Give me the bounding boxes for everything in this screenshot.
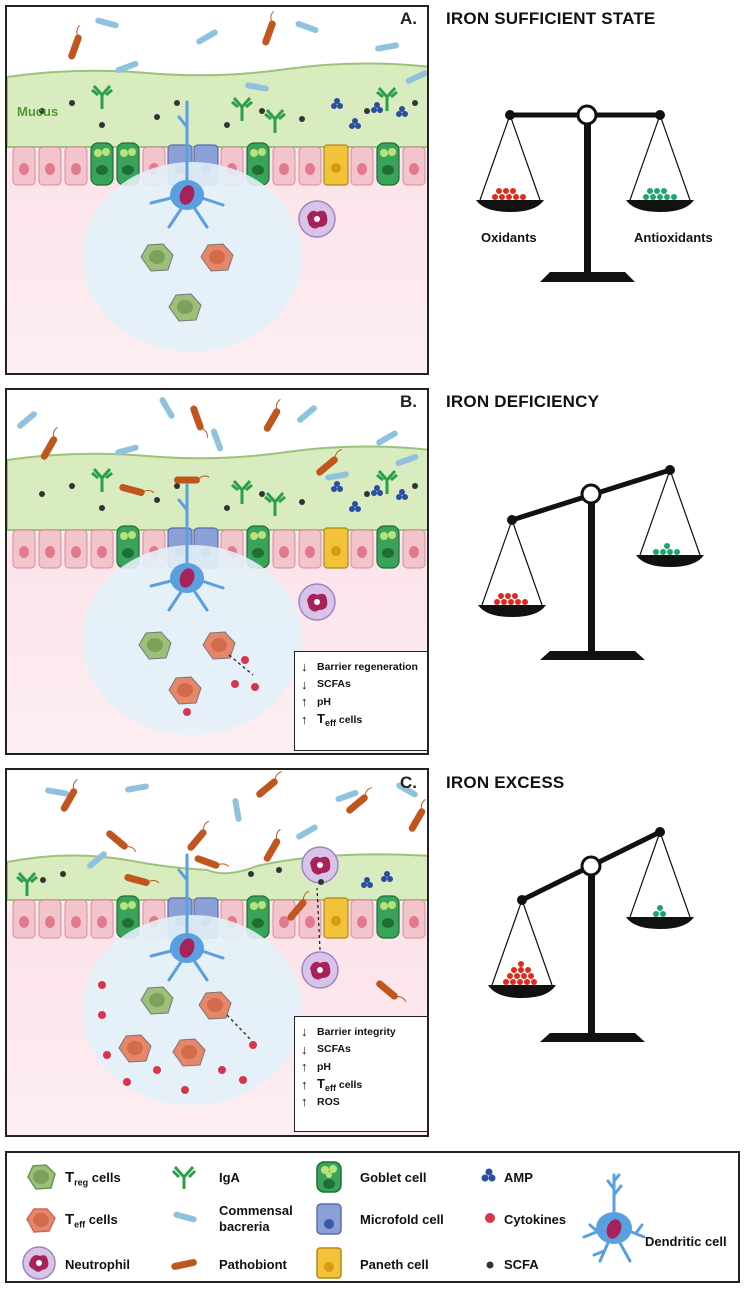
legend-goblet-label: Goblet cell xyxy=(360,1170,427,1185)
up-arrow-icon: ↑ xyxy=(301,1059,308,1075)
effect-text: Barrier integrity xyxy=(317,1025,396,1038)
effect-row: ↓ SCFAs xyxy=(301,676,423,694)
legend-neutrophil-label: Neutrophil xyxy=(65,1257,130,1272)
oxidants-label: Oxidants xyxy=(481,230,537,245)
pathobiont-icon xyxy=(171,1259,197,1270)
panel-c-illustration: ↓ Barrier integrity ↓ SCFAs ↑ pH ↑ Teff cell… xyxy=(5,768,429,1137)
down-arrow-icon: ↓ xyxy=(301,1024,308,1040)
microfold-cell-icon xyxy=(316,1203,342,1235)
legend-treg-label: Treg cells xyxy=(65,1169,121,1188)
down-arrow-icon: ↓ xyxy=(301,659,308,675)
legend-dendritic-label: Dendritic cell xyxy=(645,1234,727,1249)
up-arrow-icon: ↑ xyxy=(301,694,308,710)
effect-text: pH xyxy=(317,695,331,708)
effect-row: ↓ Barrier integrity xyxy=(301,1023,423,1041)
oxidants-pan xyxy=(476,114,544,212)
balance-scale-b xyxy=(478,465,704,660)
effect-text: Teff cells xyxy=(317,1075,363,1093)
antioxidants-pan xyxy=(636,469,704,567)
down-arrow-icon: ↓ xyxy=(301,1041,308,1057)
commensal-bacteria-icon xyxy=(173,1211,197,1223)
down-arrow-icon: ↓ xyxy=(301,676,308,692)
balance-scale-c xyxy=(488,827,694,1042)
scfa-icon xyxy=(486,1261,494,1269)
panel-b-letter: B. xyxy=(400,392,417,411)
up-arrow-icon: ↑ xyxy=(301,1076,308,1092)
goblet-cell-icon xyxy=(316,1161,342,1193)
legend-pathobiont-label: Pathobiont xyxy=(219,1257,287,1272)
gut-tissue-b xyxy=(7,397,427,735)
teff-cell-icon xyxy=(26,1208,56,1233)
panel-a-title: IRON SUFFICIENT STATE xyxy=(446,9,656,28)
effect-row: ↑ pH xyxy=(301,1058,423,1076)
legend-amp-label: AMP xyxy=(504,1170,533,1185)
effect-text: SCFAs xyxy=(317,1043,351,1056)
panel-b-illustration: ↓ Barrier regeneration ↓ SCFAs ↑ pH ↑ Teff c… xyxy=(5,388,429,755)
effect-row: ↑ Teff cells xyxy=(301,1076,423,1094)
gut-tissue-c xyxy=(7,771,427,1105)
up-arrow-icon: ↑ xyxy=(301,711,308,727)
legend-paneth-label: Paneth cell xyxy=(360,1257,429,1272)
paneth-cell-icon xyxy=(316,1247,342,1279)
cytokines-icon xyxy=(485,1213,495,1223)
neutrophil-icon xyxy=(22,1246,56,1280)
gut-tissue-a xyxy=(7,10,427,352)
legend-cytokines-label: Cytokines xyxy=(504,1212,567,1227)
effects-box-c: ↓ Barrier integrity ↓ SCFAs ↑ pH ↑ Teff cell… xyxy=(294,1016,427,1132)
effect-text: Barrier regeneration xyxy=(317,660,418,673)
balance-b-beam xyxy=(507,465,675,660)
antioxidants-label: Antioxidants xyxy=(634,230,713,245)
legend-commensal-label-line2: bacreria xyxy=(219,1219,270,1234)
legend-commensal-label-line1: Commensal xyxy=(219,1203,293,1218)
iga-icon xyxy=(171,1165,197,1189)
antioxidants-pan xyxy=(626,114,694,212)
effect-row: ↑ ROS xyxy=(301,1093,423,1111)
effects-box-b: ↓ Barrier regeneration ↓ SCFAs ↑ pH ↑ Teff c… xyxy=(294,651,427,751)
panel-a-illustration: Mucus xyxy=(5,5,429,375)
amp-icon xyxy=(481,1168,496,1182)
antioxidants-pan xyxy=(626,831,694,929)
balance-scale-a xyxy=(476,104,694,282)
balance-a-beam xyxy=(505,104,665,282)
legend-iga-label: IgA xyxy=(219,1170,240,1185)
legend-microfold-label: Microfold cell xyxy=(360,1212,444,1227)
treg-cell-icon xyxy=(27,1164,56,1190)
panel-c-title: IRON EXCESS xyxy=(446,773,565,792)
panel-a-letter: A. xyxy=(400,9,417,28)
effect-row: ↑ pH xyxy=(301,693,423,711)
dendritic-cell-icon xyxy=(582,1173,646,1263)
effect-row: ↓ SCFAs xyxy=(301,1041,423,1059)
legend: Treg cells Teff cells Neutrophil IgA Com… xyxy=(5,1151,740,1283)
balance-c-beam xyxy=(517,827,665,1042)
effect-text: SCFAs xyxy=(317,678,351,691)
effect-text: pH xyxy=(317,1060,331,1073)
effect-row: ↓ Barrier regeneration xyxy=(301,658,423,676)
effect-row: ↑ Teff cells xyxy=(301,711,423,729)
panel-b-title: IRON DEFICIENCY xyxy=(446,392,600,411)
mucus-label: Mucus xyxy=(17,104,59,119)
legend-teff-label: Teff cells xyxy=(65,1211,118,1230)
panel-c-letter: C. xyxy=(400,773,417,792)
oxidants-pan xyxy=(488,899,556,998)
effect-text: ROS xyxy=(317,1095,340,1108)
legend-scfa-label: SCFA xyxy=(504,1257,539,1272)
up-arrow-icon: ↑ xyxy=(301,1094,308,1110)
oxidants-pan xyxy=(478,519,546,617)
effect-text: Teff cells xyxy=(317,710,363,728)
